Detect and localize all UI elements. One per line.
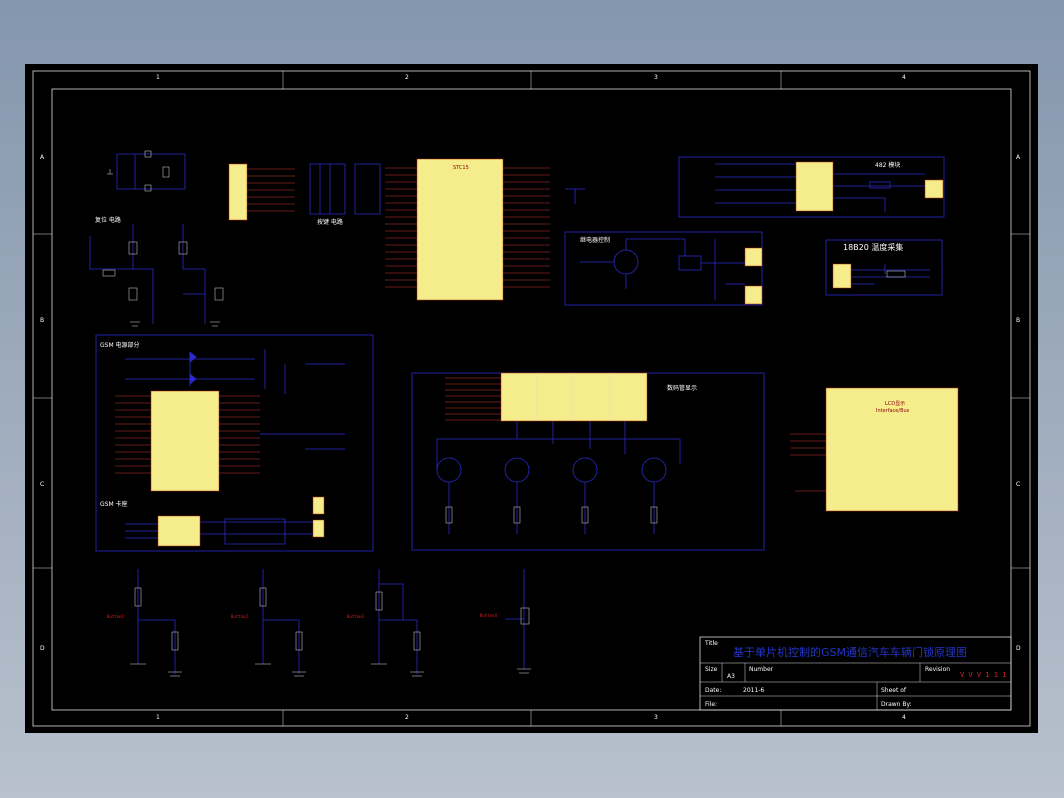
module-482-connector (924, 179, 944, 199)
title-block (699, 636, 1012, 711)
schematic-drawing: 1 2 3 4 1 2 3 4 A B C D A B C D 复位 电路 按键… (32, 70, 1031, 727)
module-482-box (678, 156, 945, 218)
gsm-card-wires (125, 518, 313, 545)
sensor-18b20-label: 18B20 温度采集 (843, 242, 903, 252)
key-lines (247, 168, 295, 212)
gsm-card-label: GSM 卡座 (100, 500, 128, 508)
zone-col-4-bottom: 4 (902, 714, 906, 721)
display-digit-dividers (536, 373, 611, 421)
gsm-label: GSM 电源部分 (100, 341, 140, 349)
lcd-module (825, 387, 959, 512)
mcu-label: STC15 (453, 165, 469, 171)
zone-row-b: B (40, 317, 44, 324)
date-label: Date: (705, 687, 721, 694)
file-label: File: (705, 701, 717, 708)
gsm-card-chip (157, 515, 201, 547)
lcd-label: LCD显示 (885, 401, 905, 407)
display-drivers (436, 421, 681, 534)
display-segment-lines (445, 377, 501, 421)
switch-3-label: Button3 (347, 614, 364, 619)
lcd-pins (790, 433, 826, 492)
zone-row-c-right: C (1016, 481, 1020, 488)
keyboard-matrix: 按键 电路 (309, 163, 381, 226)
decoupling-cap (565, 188, 585, 204)
zone-row-c: C (40, 481, 44, 488)
module-482-chip (795, 161, 834, 212)
zone-row-a-right: A (1016, 154, 1021, 161)
switch-2-label: Button2 (231, 614, 248, 619)
zone-row-d: D (40, 645, 45, 652)
title-label: Title (704, 640, 718, 647)
reset-label: 复位 电路 (95, 216, 121, 224)
gsm-box (95, 334, 374, 552)
switch-circuit-4: Button4 (480, 569, 531, 674)
zone-row-b-right: B (1016, 317, 1020, 324)
relay-label: 继电器控制 (580, 236, 610, 244)
mcu-pins-left (385, 167, 417, 288)
schematic-title: 基于单片机控制的GSM通信汽车车辆门锁原理图 (733, 645, 967, 659)
relay-connector-1 (744, 247, 763, 267)
zone-row-a: A (40, 154, 45, 161)
mcu-chip (416, 158, 504, 301)
schematic-sheet: 1 2 3 4 1 2 3 4 A B C D A B C D 复位 电路 按键… (25, 64, 1038, 733)
size-label: Size (705, 666, 718, 673)
size-value: A3 (727, 673, 735, 680)
lcd-sub-label: Interface/Bus (876, 408, 910, 414)
oscillator-circuit (107, 150, 186, 192)
mcu-pins-right (503, 167, 550, 288)
module-482-wires (715, 163, 925, 212)
zone-dividers (33, 71, 1030, 726)
switch-4-label: Button4 (480, 613, 497, 618)
revision-value: V V V 1 1 1 (960, 671, 1006, 679)
outer-frame (32, 70, 1031, 727)
relay-coil (678, 255, 702, 271)
drawn-by-label: Drawn By: (881, 701, 912, 708)
gsm-power-wires (125, 349, 345, 450)
zone-col-4: 4 (902, 74, 906, 81)
switch-1-label: Button1 (107, 614, 124, 619)
switch-circuit-1: Button1 (107, 569, 182, 677)
relay-transistor (613, 249, 639, 275)
module-482-label: 482 模块 (875, 161, 900, 169)
reset-circuit: 复位 电路 (89, 216, 224, 327)
number-label: Number (749, 666, 774, 673)
zone-col-1: 1 (156, 74, 160, 81)
zone-col-1-bottom: 1 (156, 714, 160, 721)
display-digits (500, 372, 648, 422)
inner-frame (51, 88, 1012, 711)
zone-col-3: 3 (654, 74, 658, 81)
key-connector (228, 163, 248, 221)
display-label: 数码管显示 (667, 384, 697, 392)
sensor-18b20-chip (832, 263, 852, 289)
revision-label: Revision (925, 666, 950, 673)
sensor-18b20-box (825, 239, 943, 296)
gsm-pins (115, 395, 260, 474)
gsm-chip (150, 390, 220, 492)
zone-col-2: 2 (405, 74, 409, 81)
gsm-card-connector-2 (312, 519, 325, 538)
gsm-card-connector-1 (312, 496, 325, 515)
keyboard-label: 按键 电路 (317, 218, 343, 226)
zone-col-2-bottom: 2 (405, 714, 409, 721)
relay-box (564, 231, 763, 306)
switch-circuit-3: Button3 (347, 569, 424, 677)
zone-row-d-right: D (1016, 645, 1021, 652)
date-value: 2011-6 (743, 687, 764, 694)
sensor-18b20-wires (851, 264, 930, 285)
sheet-label: Sheet of (881, 687, 907, 694)
relay-connector-2 (744, 285, 763, 305)
relay-wires (580, 238, 745, 300)
zone-col-3-bottom: 3 (654, 714, 658, 721)
sensor-18b20-resistor (886, 270, 906, 278)
switch-circuit-2: Button2 (231, 569, 306, 677)
